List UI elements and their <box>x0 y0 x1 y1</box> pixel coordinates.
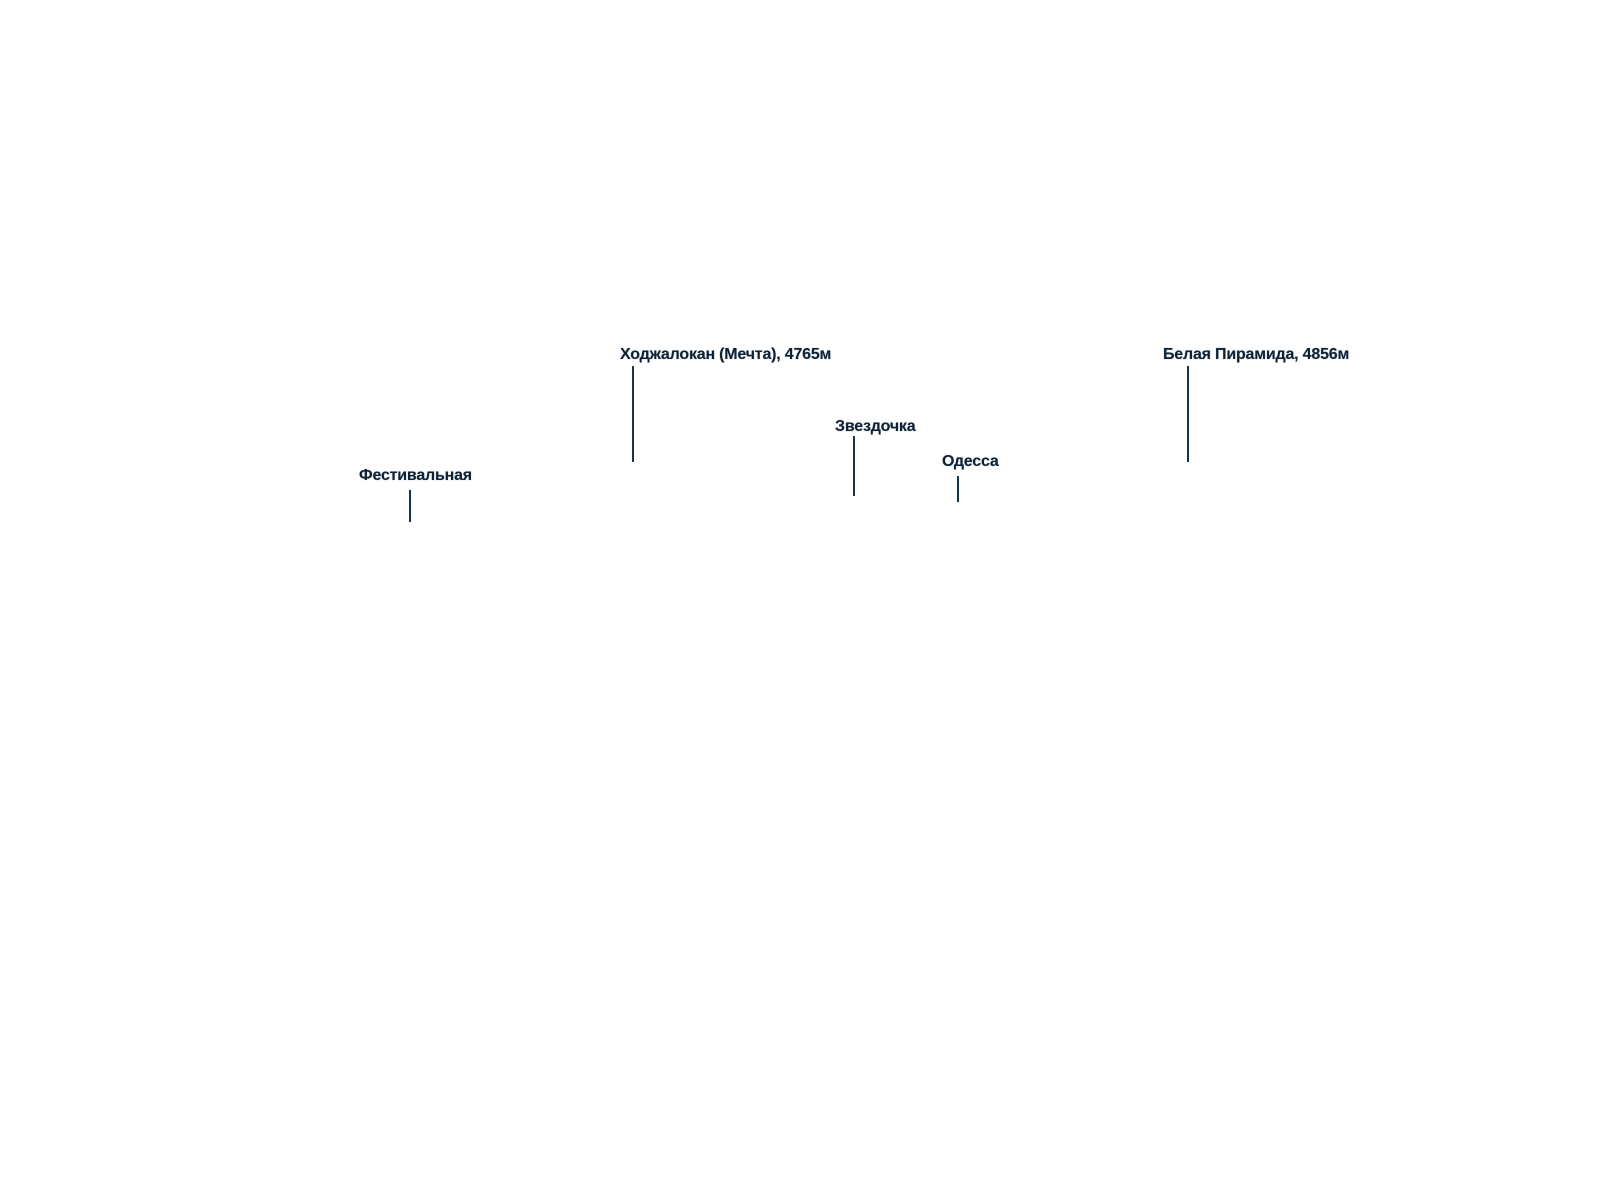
peak-label-zvezdochka: Звездочка <box>835 418 916 435</box>
leader-line-khodzhalokan <box>632 366 634 462</box>
peak-label-khodzhalokan: Ходжалокан (Мечта), 4765м <box>620 346 832 363</box>
leader-line-odessa <box>957 476 959 502</box>
leader-line-festivalnaya <box>409 490 411 522</box>
leader-line-belaya-piramida <box>1187 366 1189 462</box>
peak-label-belaya-piramida: Белая Пирамида, 4856м <box>1163 346 1350 363</box>
peak-label-odessa: Одесса <box>942 453 999 470</box>
leader-line-zvezdochka <box>853 436 855 496</box>
peak-label-festivalnaya: Фестивальная <box>359 467 472 484</box>
